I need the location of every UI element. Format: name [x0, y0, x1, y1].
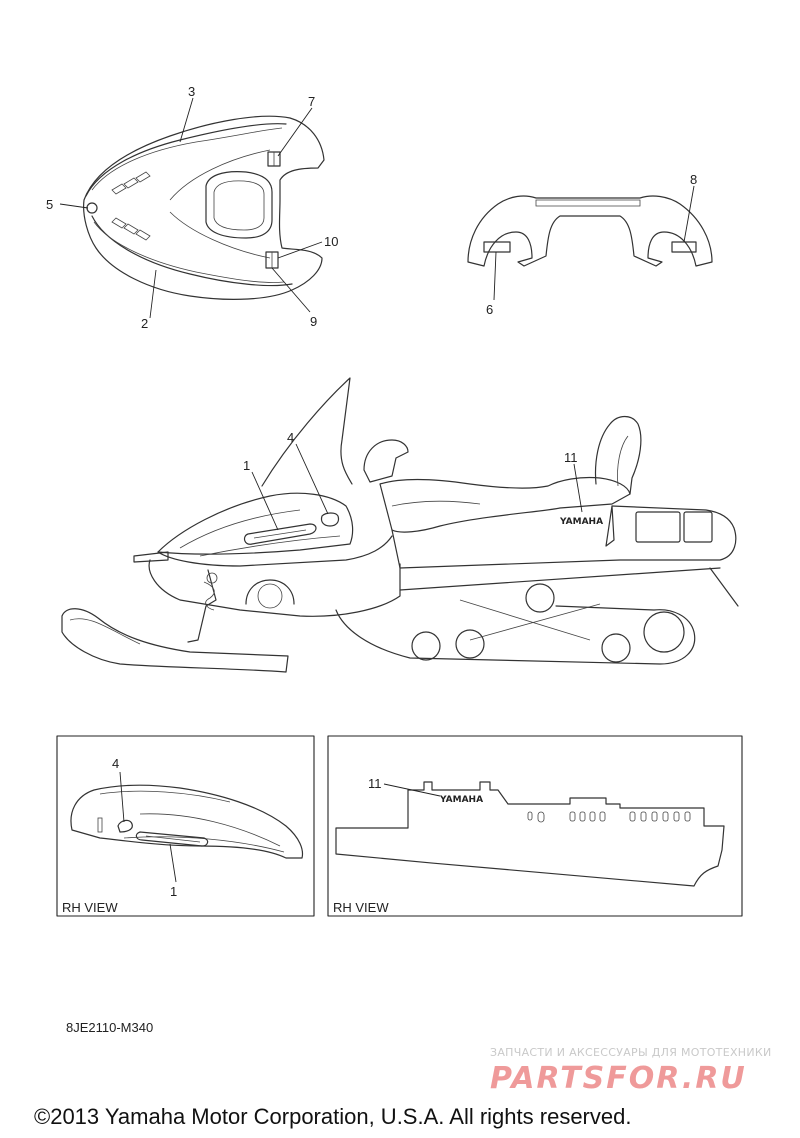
snowmobile-side-view: YAMAHA [61, 377, 739, 673]
hood-leaders [59, 97, 323, 319]
callout-8: 8 [690, 172, 697, 187]
callout-9: 9 [310, 314, 317, 329]
fender-leaders [493, 185, 695, 301]
rear-fender-view [467, 195, 713, 267]
callout-10: 10 [324, 234, 338, 249]
callout-2: 2 [141, 316, 148, 331]
callout-6: 6 [486, 302, 493, 317]
callout-4-box: 4 [112, 756, 119, 771]
callout-1-box: 1 [170, 884, 177, 899]
callout-11-box: 11 [368, 776, 382, 791]
callout-5: 5 [46, 197, 53, 212]
copyright-notice: ©2013 Yamaha Motor Corporation, U.S.A. A… [34, 1104, 631, 1129]
callout-1-side: 1 [243, 458, 250, 473]
callout-11-side: 11 [564, 450, 578, 465]
box-right-caption: RH VIEW [333, 900, 389, 915]
hood-top-view [83, 115, 325, 300]
watermark-tagline: ЗАПЧАСТИ И АКСЕССУАРЫ ДЛЯ МОТОТЕХНИКИ [490, 1046, 772, 1059]
box-brand-decal: YAMAHA [439, 795, 483, 805]
rh-view-tunnel-box: YAMAHA 11 RH VIEW [327, 735, 743, 917]
watermark-logo: PARTSFOR.RU [490, 1061, 747, 1096]
rh-view-hood-box: 4 1 RH VIEW [56, 735, 315, 917]
reference-code: 8JE2110-M340 [66, 1020, 153, 1035]
box-left-caption: RH VIEW [62, 900, 118, 915]
side-leaders [251, 443, 583, 531]
callout-4-side: 4 [287, 430, 294, 445]
side-brand-decal: YAMAHA [559, 517, 603, 527]
callout-7: 7 [308, 94, 315, 109]
callout-3: 3 [188, 84, 195, 99]
